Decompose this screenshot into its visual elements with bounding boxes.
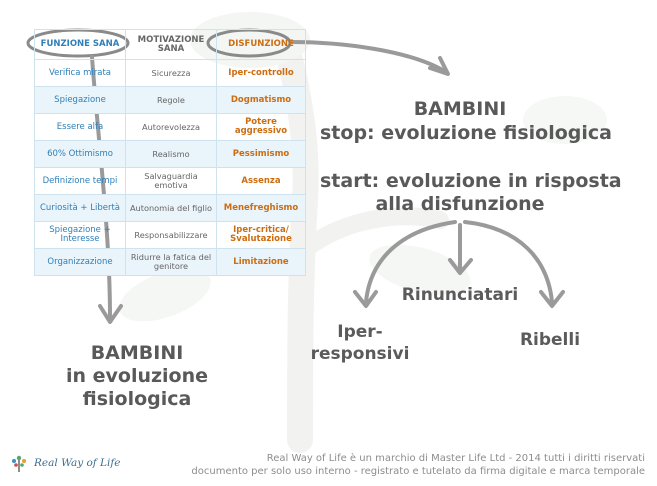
table-cell: Potere aggressivo bbox=[216, 113, 306, 141]
table-row: Organizzazione Ridurre la fatica del gen… bbox=[34, 248, 306, 276]
right-block-start-line1: start: evoluzione in risposta bbox=[320, 170, 622, 192]
table-cell: Spiegazione + Interesse bbox=[34, 221, 126, 249]
table-cell: Realismo bbox=[125, 140, 217, 168]
table-row: Definizione tempi Salvaguardia emotiva A… bbox=[34, 167, 306, 195]
table-cell: Essere alfa bbox=[34, 113, 126, 141]
table-cell: Ridurre la fatica del genitore bbox=[125, 248, 217, 276]
table-cell: Iper-critica/ Svalutazione bbox=[216, 221, 306, 249]
logo-text: Real Way of Life bbox=[34, 457, 121, 469]
footer: Real Way of Life è un marchio di Master … bbox=[191, 452, 645, 478]
table-cell: Assenza bbox=[216, 167, 306, 195]
table-header-row: FUNZIONE SANA MOTIVAZIONE SANA DISFUNZIO… bbox=[34, 29, 306, 60]
table-row: Curiosità + Libertà Autonomia del figlio… bbox=[34, 194, 306, 222]
table-cell: Spiegazione bbox=[34, 86, 126, 114]
table-cell: Iper-controllo bbox=[216, 59, 306, 87]
table-cell: Curiosità + Libertà bbox=[34, 194, 126, 222]
table-cell: Menefreghismo bbox=[216, 194, 306, 222]
table-cell: Dogmatismo bbox=[216, 86, 306, 114]
arrow-right bbox=[289, 40, 448, 74]
header-funzione-sana: FUNZIONE SANA bbox=[34, 29, 126, 60]
right-block-start-line2: alla disfunzione bbox=[375, 193, 545, 215]
right-block-title: BAMBINI bbox=[413, 98, 507, 120]
table-row: 60% Ottimismo Realismo Pessimismo bbox=[34, 140, 306, 168]
table-row: Spiegazione + Interesse Responsabilizzar… bbox=[34, 221, 306, 249]
left-block-title: BAMBINI bbox=[90, 342, 184, 364]
outcome-ribelli: Ribelli bbox=[519, 330, 581, 350]
outcome-iper-line1: Iper- bbox=[337, 322, 383, 342]
table-cell: 60% Ottimismo bbox=[34, 140, 126, 168]
footer-line1: Real Way of Life è un marchio di Master … bbox=[266, 453, 645, 464]
tree-logo-icon bbox=[12, 455, 26, 472]
left-block-line3: fisiologica bbox=[82, 388, 192, 410]
table-cell: Sicurezza bbox=[125, 59, 217, 87]
header-motivazione-sana: MOTIVAZIONE SANA bbox=[125, 29, 217, 60]
table-row: Essere alfa Autorevolezza Potere aggress… bbox=[34, 113, 306, 141]
table-cell: Regole bbox=[125, 86, 217, 114]
table-cell: Responsabilizzare bbox=[125, 221, 217, 249]
footer-line2: documento per solo uso interno - registr… bbox=[191, 466, 645, 477]
table-cell: Definizione tempi bbox=[34, 167, 126, 195]
table-cell: Pessimismo bbox=[216, 140, 306, 168]
table-row: Verifica mirata Sicurezza Iper-controllo bbox=[34, 59, 306, 87]
function-table: FUNZIONE SANA MOTIVAZIONE SANA DISFUNZIO… bbox=[34, 29, 306, 276]
branch-arrows bbox=[353, 220, 565, 308]
table-cell: Autorevolezza bbox=[125, 113, 217, 141]
table-cell: Autonomia del figlio bbox=[125, 194, 217, 222]
outcome-rinunciatari: Rinunciatari bbox=[401, 285, 519, 305]
table-cell: Salvaguardia emotiva bbox=[125, 167, 217, 195]
left-block-line2: in evoluzione bbox=[65, 365, 209, 387]
table-cell: Verifica mirata bbox=[34, 59, 126, 87]
outcome-iper-line2: responsivi bbox=[310, 344, 410, 364]
right-block-stop: stop: evoluzione fisiologica bbox=[320, 122, 612, 144]
table-row: Spiegazione Regole Dogmatismo bbox=[34, 86, 306, 114]
header-disfunzione: DISFUNZIONE bbox=[216, 29, 306, 60]
table-cell: Organizzazione bbox=[34, 248, 126, 276]
logo: Real Way of Life bbox=[8, 452, 120, 474]
table-cell: Limitazione bbox=[216, 248, 306, 276]
